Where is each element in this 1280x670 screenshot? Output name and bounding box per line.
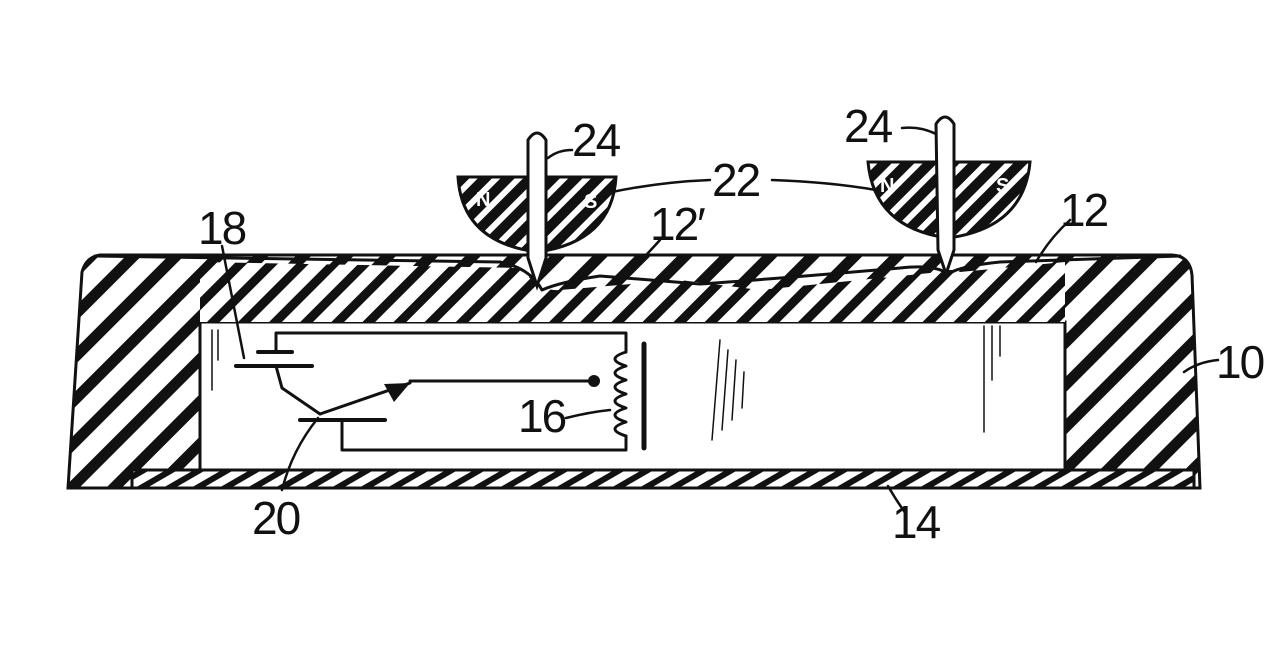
label-24-right: 24: [844, 100, 893, 152]
magnet-left-assembly: N S: [456, 131, 618, 291]
leader-20: [280, 416, 320, 492]
magnet-right-north-label: N: [880, 175, 894, 197]
label-18: 18: [198, 202, 246, 254]
leader-22-right: [770, 178, 878, 192]
housing: [66, 253, 1202, 490]
wire-bottom: [340, 418, 628, 452]
leader-lines: [220, 126, 1220, 516]
label-24-left: 24: [572, 114, 621, 166]
leader-24-left: [546, 148, 574, 160]
magnet-left-south-label: S: [584, 191, 597, 213]
top-plate: [200, 262, 1065, 322]
leader-14: [886, 484, 908, 516]
magnet-left-north-label: N: [476, 189, 490, 211]
leader-12-prime: [620, 238, 662, 282]
label-14: 14: [892, 496, 941, 548]
leader-12: [1034, 218, 1072, 264]
leader-16: [564, 408, 612, 420]
label-22: 22: [712, 154, 760, 206]
coil: [613, 350, 628, 438]
label-12-prime: 12′: [650, 198, 705, 250]
leader-10: [1182, 358, 1220, 374]
leader-22-left: [610, 178, 712, 194]
switch-arrowhead: [384, 383, 410, 402]
probe-left: [526, 131, 548, 291]
wire-to-switch: [274, 364, 322, 416]
top-surface: [93, 254, 1182, 292]
label-16: 16: [518, 390, 566, 442]
magnet-right-assembly: N S: [866, 115, 1032, 279]
bottom-plate: [130, 468, 1196, 490]
coil-terminal: [588, 375, 600, 387]
label-12: 12: [1060, 184, 1108, 236]
magnet-right-south-label: S: [996, 175, 1009, 197]
probe-right: [934, 115, 956, 279]
label-10: 10: [1216, 336, 1264, 388]
cavity-shading: [211, 325, 1001, 441]
label-20: 20: [252, 492, 300, 544]
leader-24-right: [900, 126, 938, 136]
leader-18: [220, 244, 246, 360]
wire-top: [274, 331, 628, 354]
cavity: [211, 325, 1001, 452]
reference-numerals: 24 24 22 12 12′ 18 16 20 14 10: [198, 100, 1266, 548]
